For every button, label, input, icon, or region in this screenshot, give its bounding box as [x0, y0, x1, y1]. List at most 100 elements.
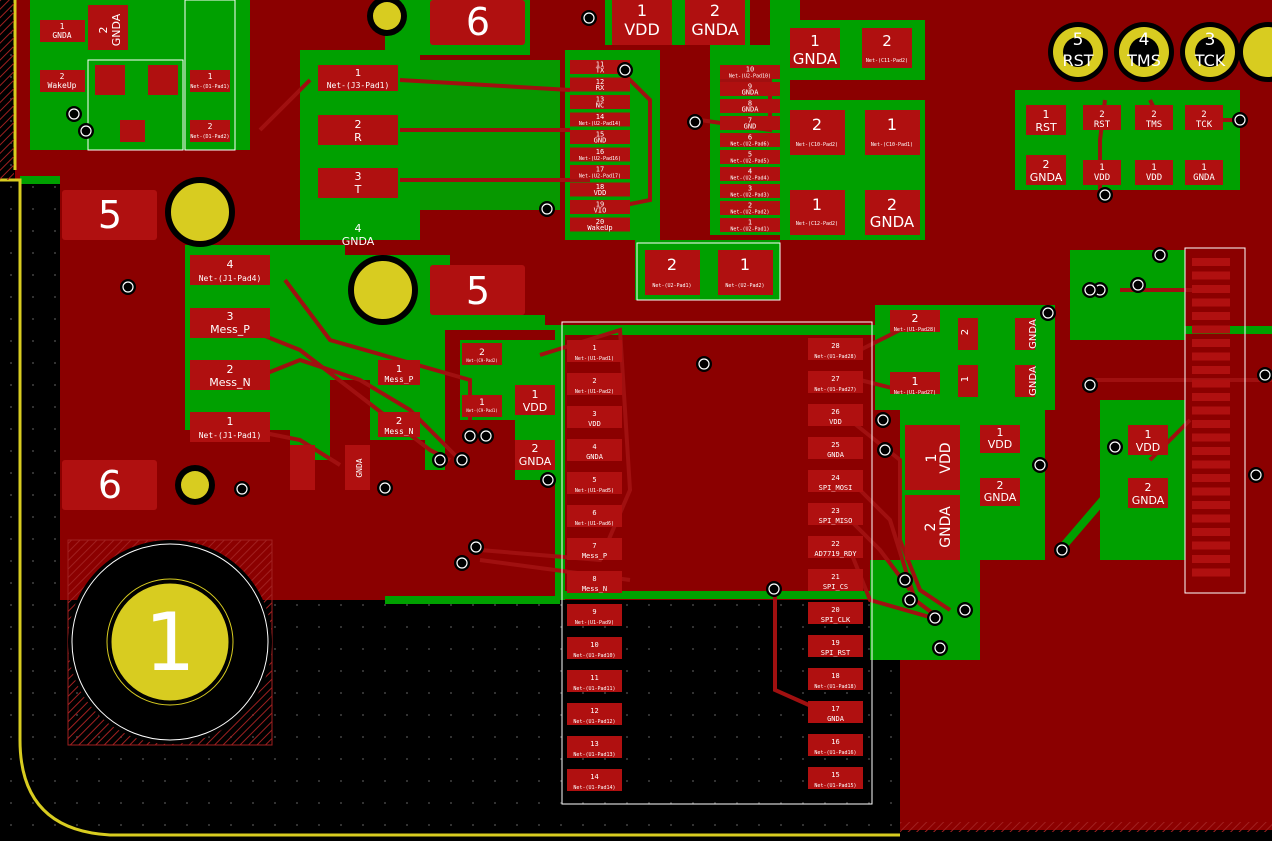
- pin-pad[interactable]: [808, 470, 863, 492]
- pad-num: 2: [923, 523, 939, 532]
- pin-pad[interactable]: [720, 150, 780, 164]
- mcu-pin-pad[interactable]: [1192, 379, 1230, 388]
- mcu-pin-pad[interactable]: [1192, 528, 1230, 536]
- jtag-pin-num: 3: [1205, 30, 1216, 50]
- pin-pad[interactable]: [570, 130, 630, 144]
- pin-pad[interactable]: [570, 165, 630, 179]
- pin-pad[interactable]: [720, 167, 780, 181]
- mcu-pin-pad[interactable]: [1192, 541, 1230, 550]
- pin-pad[interactable]: [567, 604, 622, 626]
- mcu-pin-pad[interactable]: [1192, 298, 1230, 307]
- pin-pad[interactable]: [570, 217, 630, 232]
- pin-pad[interactable]: [720, 82, 780, 96]
- mcu-pin-pad[interactable]: [1192, 447, 1230, 455]
- mcu-pin-pad[interactable]: [1192, 271, 1230, 280]
- pin-pad[interactable]: [808, 602, 863, 624]
- pin-pad[interactable]: [808, 569, 863, 591]
- top-left-components[interactable]: 1 GNDA 2 GNDA 2 WakeUp 1 Net-(D1-Pad1) 2…: [40, 0, 236, 151]
- pin-pad[interactable]: [567, 637, 622, 659]
- u2-right-pins[interactable]: 10Net-(U2-Pad10)9GNDA8GNDA7GND6Net-(U2-P…: [720, 65, 780, 233]
- pin-pad[interactable]: [567, 406, 622, 428]
- u1-right-pins[interactable]: 28Net-(U1-Pad28)27Net-(U1-Pad27)26VDD25G…: [808, 338, 863, 789]
- pin-pad[interactable]: [720, 116, 780, 130]
- via-ring: [934, 642, 946, 654]
- mcu-pin-pad[interactable]: [1192, 474, 1230, 482]
- pin-pad[interactable]: [570, 60, 630, 74]
- mcu-pin-pad[interactable]: [1192, 312, 1230, 320]
- pin-pad[interactable]: [567, 373, 622, 395]
- pad-num: 4: [227, 258, 234, 271]
- pin-pad[interactable]: [808, 371, 863, 393]
- pin-pad[interactable]: [720, 99, 780, 113]
- pin-pad[interactable]: [567, 571, 622, 593]
- pin-pad[interactable]: [570, 77, 630, 92]
- mcu-pin-pad[interactable]: [1192, 406, 1230, 415]
- mcu-pin-pad[interactable]: [1192, 352, 1230, 361]
- pin-pad[interactable]: [567, 769, 622, 791]
- pin-pad[interactable]: [808, 635, 863, 657]
- mcu-pin-pad[interactable]: [1192, 393, 1230, 401]
- pin-pad[interactable]: [567, 670, 622, 692]
- mcu-pin-pad[interactable]: [1192, 514, 1230, 523]
- pin-pad[interactable]: [808, 767, 863, 789]
- pin-pad[interactable]: [808, 701, 863, 723]
- pin-pad[interactable]: [808, 668, 863, 690]
- via-ring: [929, 612, 941, 624]
- jtag-pads[interactable]: 2 RST 2 TMS 2 TCK 1 VDD 1 VDD 1 GNDA 1 R…: [1026, 105, 1223, 185]
- mcu-pin-pad[interactable]: [1192, 420, 1230, 428]
- pin-pad[interactable]: [570, 182, 630, 197]
- mcu-pin-pad[interactable]: [1192, 339, 1230, 347]
- pin-pad[interactable]: [720, 201, 780, 215]
- mcu-pin-pad[interactable]: [1192, 568, 1230, 577]
- pin-pad[interactable]: [808, 437, 863, 459]
- pin-pad[interactable]: [720, 65, 780, 79]
- mcu-pin-pad[interactable]: [1192, 285, 1230, 293]
- via-ring: [122, 281, 134, 293]
- connector-top[interactable]: 1 VDD 2 GNDA: [612, 0, 745, 45]
- jtag-header[interactable]: 5 RST 4 TMS 3 TCK: [1048, 22, 1272, 82]
- pin-pad[interactable]: [808, 734, 863, 756]
- pin-pad[interactable]: [720, 184, 780, 198]
- mcu-pin-pad[interactable]: [1192, 258, 1230, 266]
- u2-left-pins[interactable]: 11TX12RX13NC14Net-(U2-Pad14)15GND16Net-(…: [570, 60, 630, 232]
- plated-holes[interactable]: [165, 0, 418, 505]
- pad-net: R: [354, 131, 362, 144]
- mcu-pin-pad[interactable]: [1192, 487, 1230, 496]
- pin-pad[interactable]: [567, 703, 622, 725]
- mounting-hole[interactable]: 1: [67, 539, 273, 746]
- pin-number: 17: [831, 705, 839, 713]
- pin-pad[interactable]: [567, 472, 622, 494]
- mcu-pin-pad[interactable]: [1192, 325, 1230, 334]
- pin-pad[interactable]: [570, 200, 630, 214]
- j1-connector-pads[interactable]: 4 Net-(J1-Pad4) 3 Mess_P 2 Mess_N 1 Net-…: [190, 255, 270, 442]
- pin-pad[interactable]: [808, 536, 863, 558]
- right-capacitor-pads[interactable]: 2 Net-(U1-Pad28) 1 Net-(U1-Pad27) 2 GNDA…: [890, 310, 1168, 560]
- pin-pad[interactable]: [570, 147, 630, 162]
- pin-pad[interactable]: [567, 736, 622, 758]
- pin-pad[interactable]: [808, 503, 863, 525]
- mcu-pin-pad[interactable]: [1192, 555, 1230, 563]
- pin-pad[interactable]: [567, 340, 622, 362]
- mcu-pin-pad[interactable]: [1192, 366, 1230, 374]
- pin-pad[interactable]: [570, 95, 630, 109]
- pin-pad[interactable]: [808, 338, 863, 360]
- mess-resistor-pads[interactable]: 1 Mess_P 2 Mess_N 2 Net-(C9-Pad2) 1 Net-…: [290, 343, 555, 490]
- u1-left-pins[interactable]: 1Net-(U1-Pad1)2Net-(U1-Pad2)3VDD4GNDA5Ne…: [567, 340, 622, 791]
- pin-pad[interactable]: [720, 218, 780, 232]
- large-pads[interactable]: 6 5 5 6: [62, 0, 525, 510]
- mcu-right-pins[interactable]: [1192, 258, 1230, 577]
- pin-pad[interactable]: [720, 133, 780, 147]
- mcu-pin-pad[interactable]: [1192, 460, 1230, 469]
- capacitor-pads[interactable]: 1 GNDA 2 Net-(C11-Pad2) 2 Net-(C10-Pad2)…: [636, 28, 920, 301]
- pad-net: TMS: [1146, 120, 1162, 130]
- mcu-pin-pad[interactable]: [1192, 501, 1230, 509]
- j3-connector-pads[interactable]: 1 Net-(J3-Pad1) 2 R 3 T 4 GNDA: [318, 65, 398, 248]
- pin-pad[interactable]: [570, 112, 630, 127]
- pad-num: 1: [740, 255, 750, 274]
- pin-pad[interactable]: [808, 404, 863, 426]
- mcu-pin-pad[interactable]: [1192, 433, 1230, 442]
- pin-pad[interactable]: [567, 439, 622, 461]
- pin-pad[interactable]: [567, 538, 622, 560]
- pin-pad[interactable]: [567, 505, 622, 527]
